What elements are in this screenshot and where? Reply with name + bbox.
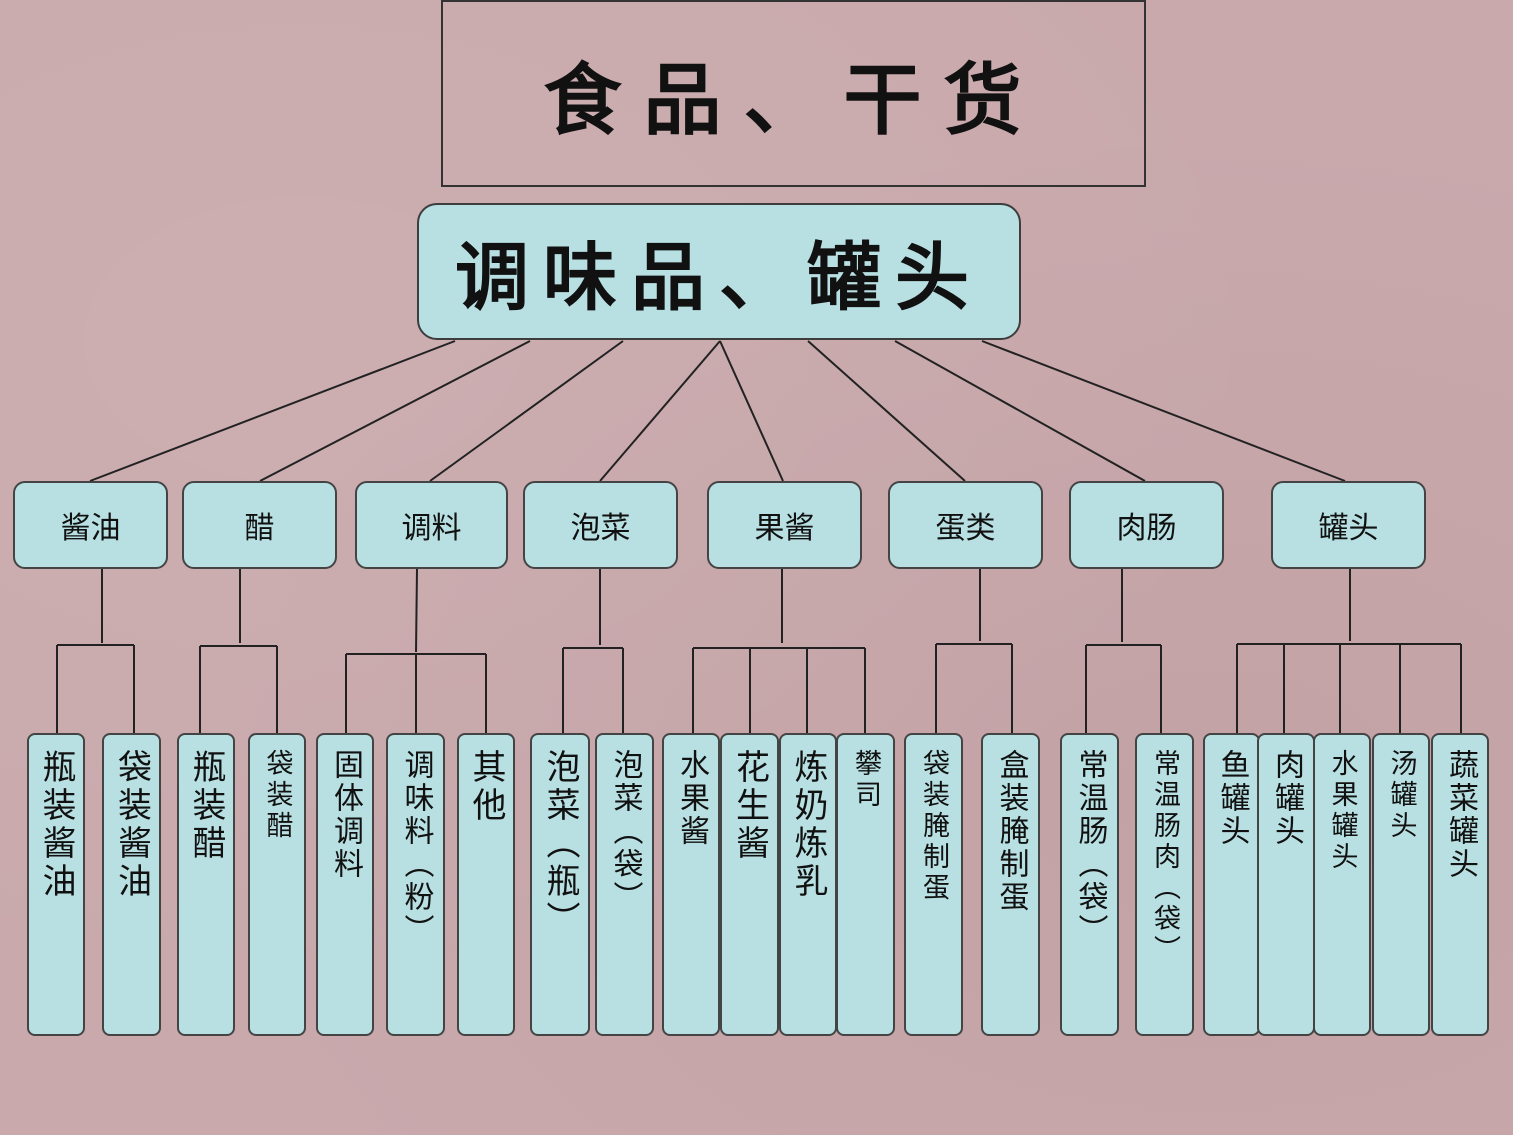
leaf-seasoning-powder: 调味料（粉） xyxy=(386,733,445,1036)
leaf-ambient-sausage: 常温肠（袋） xyxy=(1060,733,1119,1036)
root-node: 调味品、罐头 xyxy=(417,203,1021,340)
root-link-6 xyxy=(807,340,966,482)
leaf-label: 调味料（粉） xyxy=(398,749,434,947)
leaf-canned-meat: 肉罐头 xyxy=(1257,733,1315,1036)
leaf-label: 花生酱 xyxy=(729,749,770,863)
root-link-2 xyxy=(259,340,531,482)
leaf-pickles-bottled: 泡菜（瓶） xyxy=(530,733,590,1036)
category-canned: 罐头 xyxy=(1271,481,1426,569)
leaf-label: 水果罐头 xyxy=(1326,749,1358,873)
leaf-solid-seasoning: 固体调料 xyxy=(316,733,374,1036)
leaf-canned-fish: 鱼罐头 xyxy=(1203,733,1260,1036)
category-label: 蛋类 xyxy=(935,511,996,546)
leaf-pansi: 攀司 xyxy=(836,733,895,1036)
category-label: 泡菜 xyxy=(570,511,631,546)
leaf-condensed-milk: 炼奶炼乳 xyxy=(779,733,837,1036)
leaf-label: 泡菜（瓶） xyxy=(540,749,580,939)
leaf-bagged-soy-sauce: 袋装酱油 xyxy=(102,733,161,1036)
root-link-7 xyxy=(894,340,1146,482)
leaf-label: 肉罐头 xyxy=(1269,749,1304,848)
category-eggs: 蛋类 xyxy=(888,481,1043,569)
leaf-bottled-vinegar: 瓶装醋 xyxy=(177,733,235,1036)
leaf-fruit-jam: 水果酱 xyxy=(662,733,720,1036)
category-label: 罐头 xyxy=(1318,511,1379,546)
leaf-label: 泡菜（袋） xyxy=(607,749,643,914)
leaf-label: 鱼罐头 xyxy=(1214,749,1250,848)
leaf-label: 常温肠肉（袋） xyxy=(1149,749,1180,966)
page-title: 食品、干货 xyxy=(543,54,1044,146)
leaf-label: 其他 xyxy=(466,749,506,825)
leaf-label: 攀司 xyxy=(850,749,881,811)
leaf-label: 炼奶炼乳 xyxy=(788,749,828,901)
root-link-1 xyxy=(89,340,456,482)
leaf-label: 水果酱 xyxy=(674,749,709,848)
leaf-label: 常温肠（袋） xyxy=(1072,749,1108,947)
leaf-bagged-preserved-egg: 袋装腌制蛋 xyxy=(904,733,963,1036)
leaf-peanut-butter: 花生酱 xyxy=(720,733,779,1036)
leaf-canned-soup: 汤罐头 xyxy=(1372,733,1430,1036)
category-label: 醋 xyxy=(244,511,275,546)
leaf-canned-vegetables: 蔬菜罐头 xyxy=(1431,733,1489,1036)
leaf-pickles-bagged: 泡菜（袋） xyxy=(595,733,654,1036)
leaf-other: 其他 xyxy=(457,733,515,1036)
leaf-label: 袋装腌制蛋 xyxy=(918,749,949,904)
category-label: 调料 xyxy=(401,511,462,546)
category-seasoning: 调料 xyxy=(355,481,508,569)
root-link-5 xyxy=(719,340,784,482)
root-link-8 xyxy=(981,340,1346,482)
category-soy-sauce: 酱油 xyxy=(13,481,168,569)
leaf-boxed-preserved-egg: 盒装腌制蛋 xyxy=(981,733,1040,1036)
leaf-label: 袋装醋 xyxy=(261,749,293,842)
root-link-3 xyxy=(429,340,624,482)
category-label: 果酱 xyxy=(754,511,815,546)
category-label: 酱油 xyxy=(60,511,121,546)
leaf-label: 蔬菜罐头 xyxy=(1443,749,1478,881)
category-label: 肉肠 xyxy=(1116,511,1177,546)
category-sausage: 肉肠 xyxy=(1069,481,1224,569)
root-link-4 xyxy=(599,340,721,482)
root-node-label: 调味品、罐头 xyxy=(455,235,983,321)
leaf-canned-fruit: 水果罐头 xyxy=(1313,733,1371,1036)
leaf-ambient-sausage-meat: 常温肠肉（袋） xyxy=(1135,733,1194,1036)
leaf-bagged-vinegar: 袋装醋 xyxy=(248,733,306,1036)
leaf-bottled-soy-sauce: 瓶装酱油 xyxy=(27,733,85,1036)
leaf-label: 汤罐头 xyxy=(1385,749,1417,842)
category-jam: 果酱 xyxy=(707,481,862,569)
leaf-label: 瓶装醋 xyxy=(186,749,226,863)
leaf-label: 固体调料 xyxy=(328,749,363,881)
category-pickles: 泡菜 xyxy=(523,481,678,569)
category-vinegar: 醋 xyxy=(182,481,337,569)
leaf-label: 瓶装酱油 xyxy=(36,749,76,901)
leaf-label: 袋装酱油 xyxy=(111,749,152,901)
title-box: 食品、干货 xyxy=(441,0,1146,187)
leaf-label: 盒装腌制蛋 xyxy=(993,749,1029,914)
